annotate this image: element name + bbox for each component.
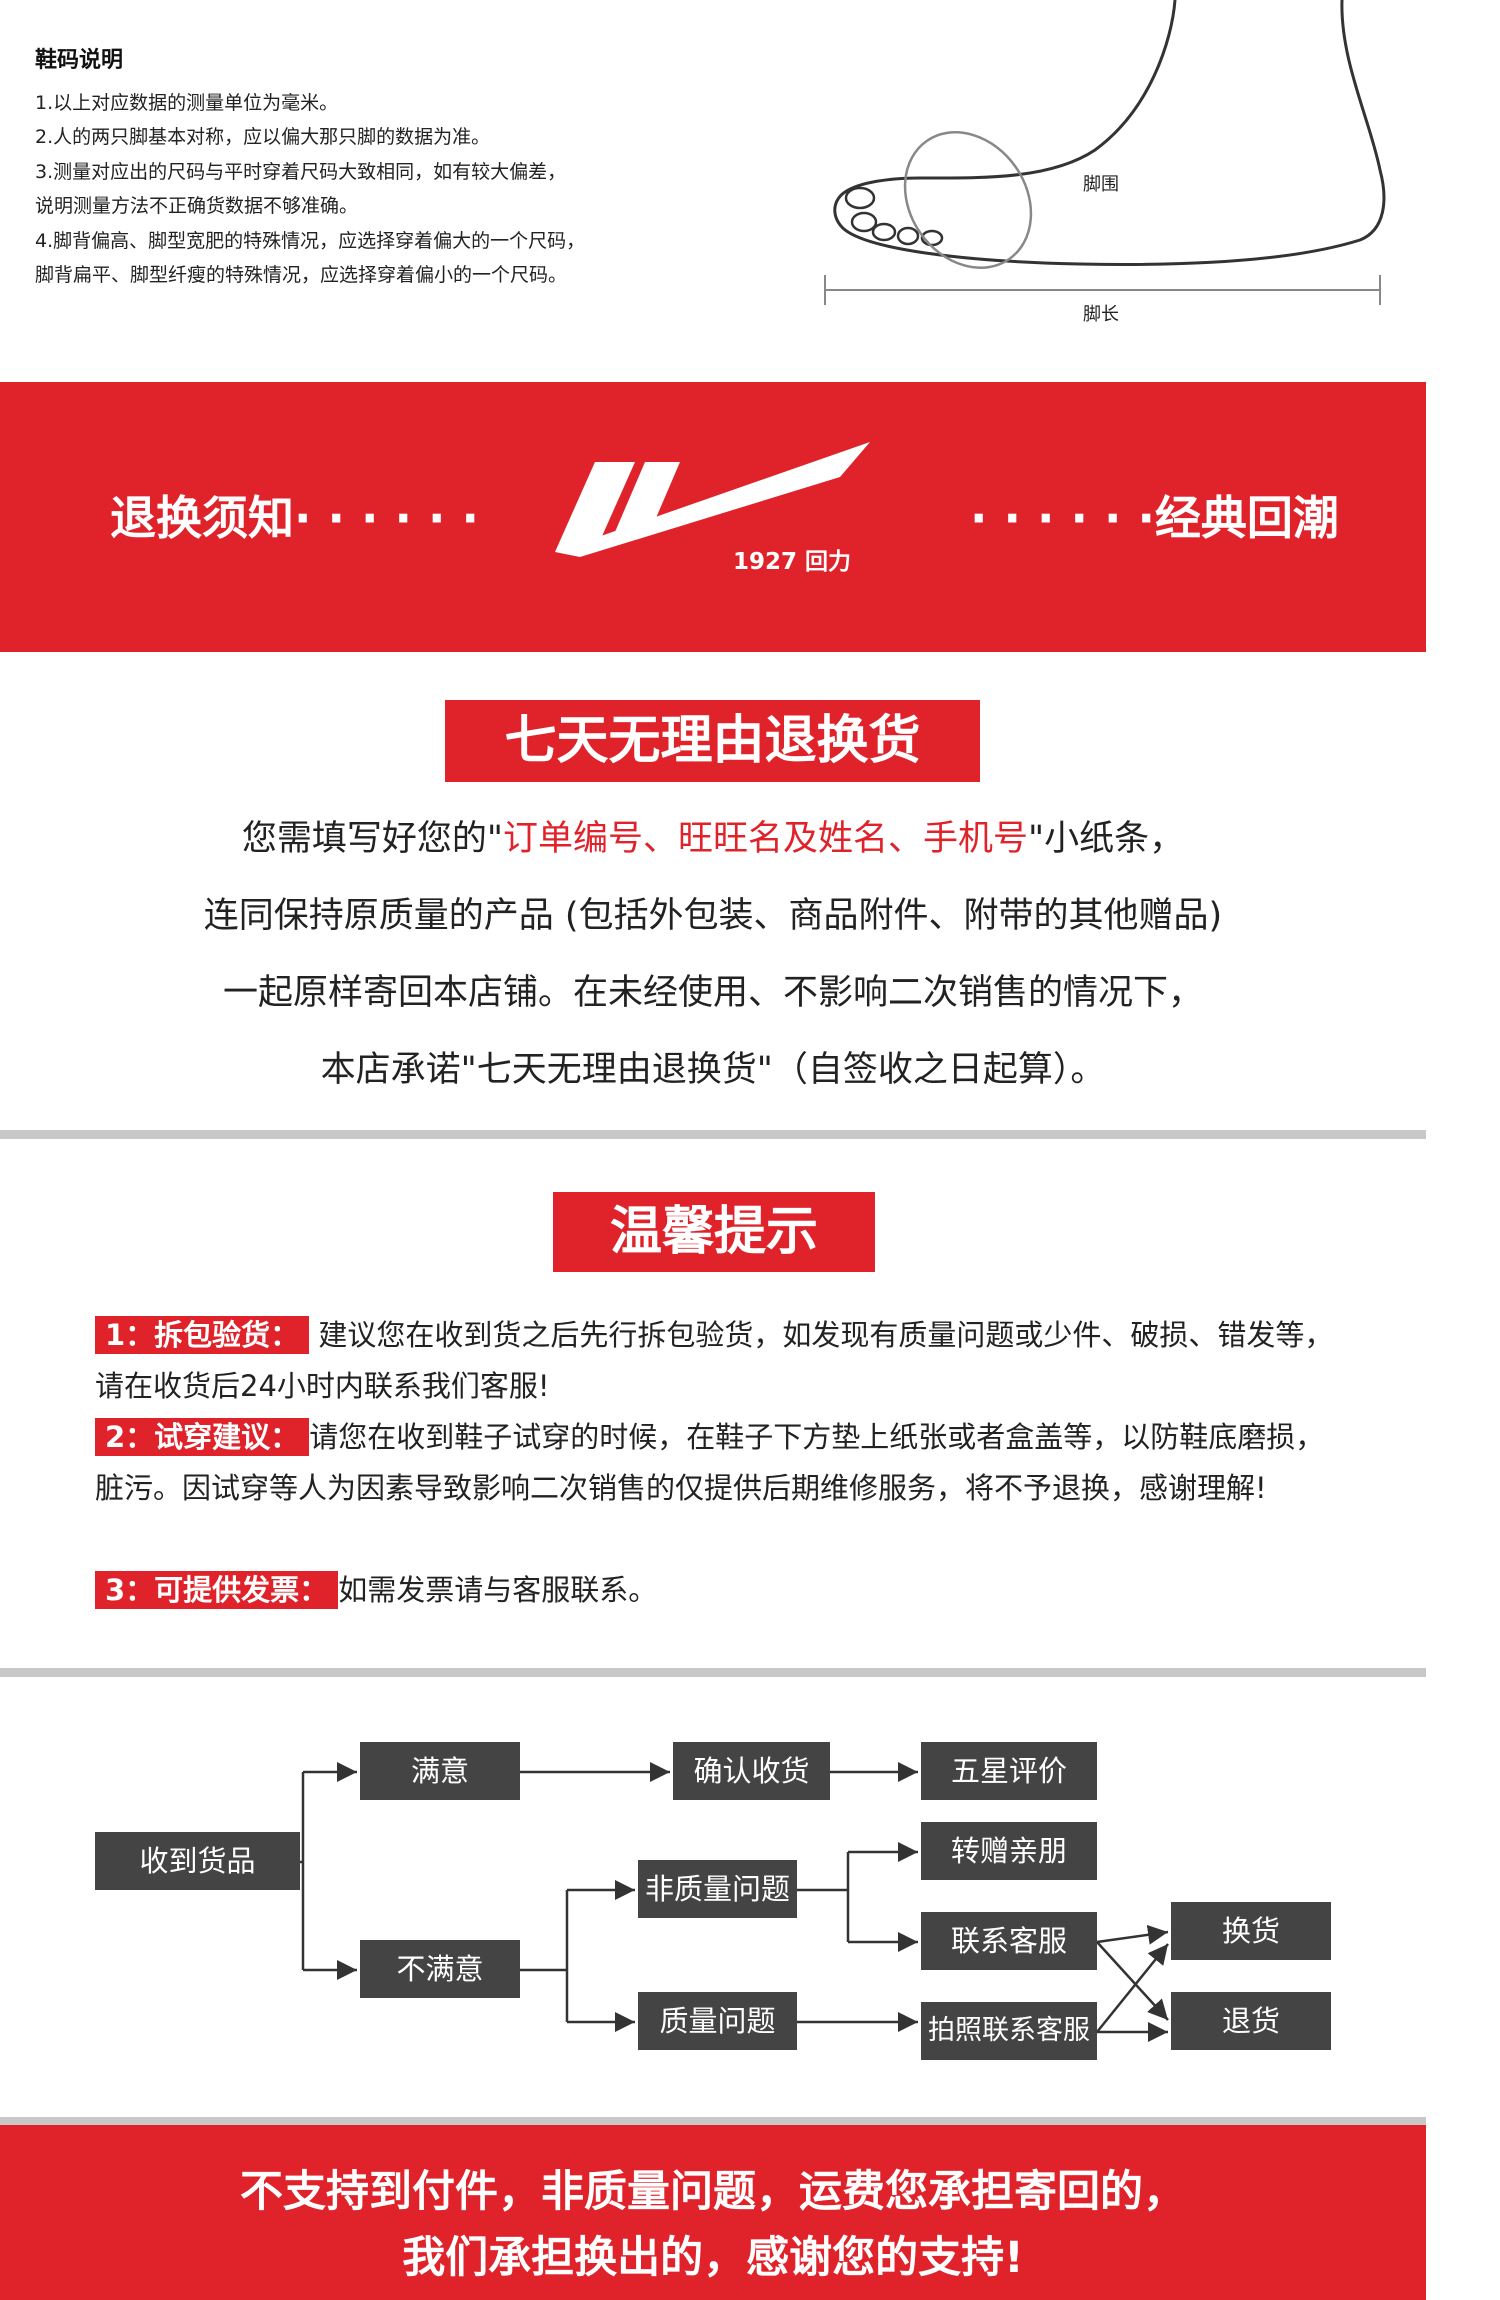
logo-brand: 回力	[805, 549, 852, 575]
girth-measure-icon	[903, 131, 1033, 269]
foot-measurement-diagram: 脚围 脚长	[824, 0, 1386, 325]
policy-line-1: 您需填写好您的"订单编号、旺旺名及姓名、手机号"小纸条，	[0, 810, 1426, 861]
policy-line-4: 本店承诺"七天无理由退换货"（自签收之日起算）。	[320, 1050, 1106, 1090]
tip-text: 如需发票请与客服联系。	[338, 1573, 658, 1607]
tip-item-3: 3：可提供发票：如需发票请与客服联系。	[95, 1565, 1345, 1616]
tips-heading: 温馨提示	[553, 1192, 875, 1272]
tip-item-2: 2：试穿建议：请您在收到鞋子试穿的时候，在鞋子下方垫上纸张或者盒盖等，以防鞋底磨…	[95, 1412, 1345, 1514]
size-guide-title: 鞋码说明	[35, 48, 124, 73]
girth-label: 脚围	[1083, 174, 1119, 195]
policy-line-3: 一起原样寄回本店铺。在未经使用、不影响二次销售的情况下，	[222, 973, 1203, 1013]
bottom-notice-banner: 不支持到付件，非质量问题，运费您承担寄回的， 我们承担换出的，感谢您的支持!	[0, 2125, 1426, 2300]
size-guide-line: 脚背扁平、脚型纤瘦的特殊情况，应选择穿着偏小的一个尺码。	[35, 264, 568, 286]
tip-tag: 3：可提供发票：	[95, 1571, 339, 1609]
bottom-line-1: 不支持到付件，非质量问题，运费您承担寄回的，	[240, 2167, 1186, 2217]
size-guide-line: 4.脚背偏高、脚型宽肥的特殊情况，应选择穿着偏大的一个尺码，	[35, 230, 586, 252]
policy-text: "小纸条，	[1028, 819, 1185, 859]
tip-tag: 2：试穿建议：	[95, 1418, 310, 1456]
length-label: 脚长	[1083, 304, 1119, 325]
tip-text: 建议您在收到货之后先行拆包验货，如发现有质量问题或少件、破损、错发等，请在收货后…	[95, 1318, 1334, 1403]
policy-line-2: 连同保持原质量的产品 (包括外包装、商品附件、附带的其他赠品)	[203, 896, 1223, 936]
size-guide-line: 1.以上对应数据的测量单位为毫米。	[35, 92, 339, 114]
size-guide-line: 说明测量方法不正确货数据不够准确。	[35, 195, 359, 217]
flow-non-quality-issue: 非质量问题	[638, 1860, 797, 1918]
size-guide-line: 3.测量对应出的尺码与平时穿着尺码大致相同，如有较大偏差，	[35, 161, 567, 183]
return-notice-banner: 退换须知· · · · · · · · · · · ·经典回潮 1927 回力	[0, 382, 1426, 652]
logo-year: 1927	[733, 549, 798, 575]
tip-item-1: 1：拆包验货： 建议您在收到货之后先行拆包验货，如发现有质量问题或少件、破损、错…	[95, 1310, 1345, 1412]
banner-left-text: 退换须知· · · · · ·	[110, 491, 479, 545]
flow-received: 收到货品	[95, 1832, 300, 1890]
flow-unsatisfied: 不满意	[360, 1940, 520, 1998]
return-policy-heading: 七天无理由退换货	[445, 700, 980, 782]
section-divider	[0, 1130, 1426, 1139]
bottom-line-2: 我们承担换出的，感谢您的支持!	[402, 2233, 1024, 2283]
flow-exchange: 换货	[1171, 1902, 1331, 1960]
flow-refund: 退货	[1171, 1992, 1331, 2050]
flow-confirm-receipt: 确认收货	[673, 1742, 830, 1800]
policy-text: 您需填写好您的"	[241, 819, 503, 859]
warrior-logo-icon	[555, 442, 870, 557]
section-divider	[0, 1668, 1426, 1677]
banner-right-text: · · · · · ·经典回潮	[970, 491, 1339, 545]
tip-text: 请您在收到鞋子试穿的时候，在鞋子下方垫上纸张或者盒盖等，以防鞋底磨损，脏污。因试…	[95, 1420, 1325, 1505]
section-divider	[0, 2117, 1426, 2125]
flow-quality-issue: 质量问题	[638, 1992, 797, 2050]
tip-tag: 1：拆包验货：	[95, 1316, 310, 1354]
flow-five-star: 五星评价	[921, 1742, 1097, 1800]
flow-contact-service: 联系客服	[921, 1912, 1097, 1970]
flow-connectors	[300, 1762, 1169, 2042]
flow-satisfied: 满意	[360, 1742, 520, 1800]
flow-photo-contact-service: 拍照联系客服	[921, 2002, 1097, 2060]
logo-text: 1927 回力	[733, 542, 851, 576]
size-guide-line: 2.人的两只脚基本对称，应以偏大那只脚的数据为准。	[35, 126, 491, 148]
flow-gift-friends: 转赠亲朋	[921, 1822, 1097, 1880]
foot-outline-icon	[833, 0, 1386, 266]
policy-highlight: 订单编号、旺旺名及姓名、手机号	[502, 819, 1028, 859]
